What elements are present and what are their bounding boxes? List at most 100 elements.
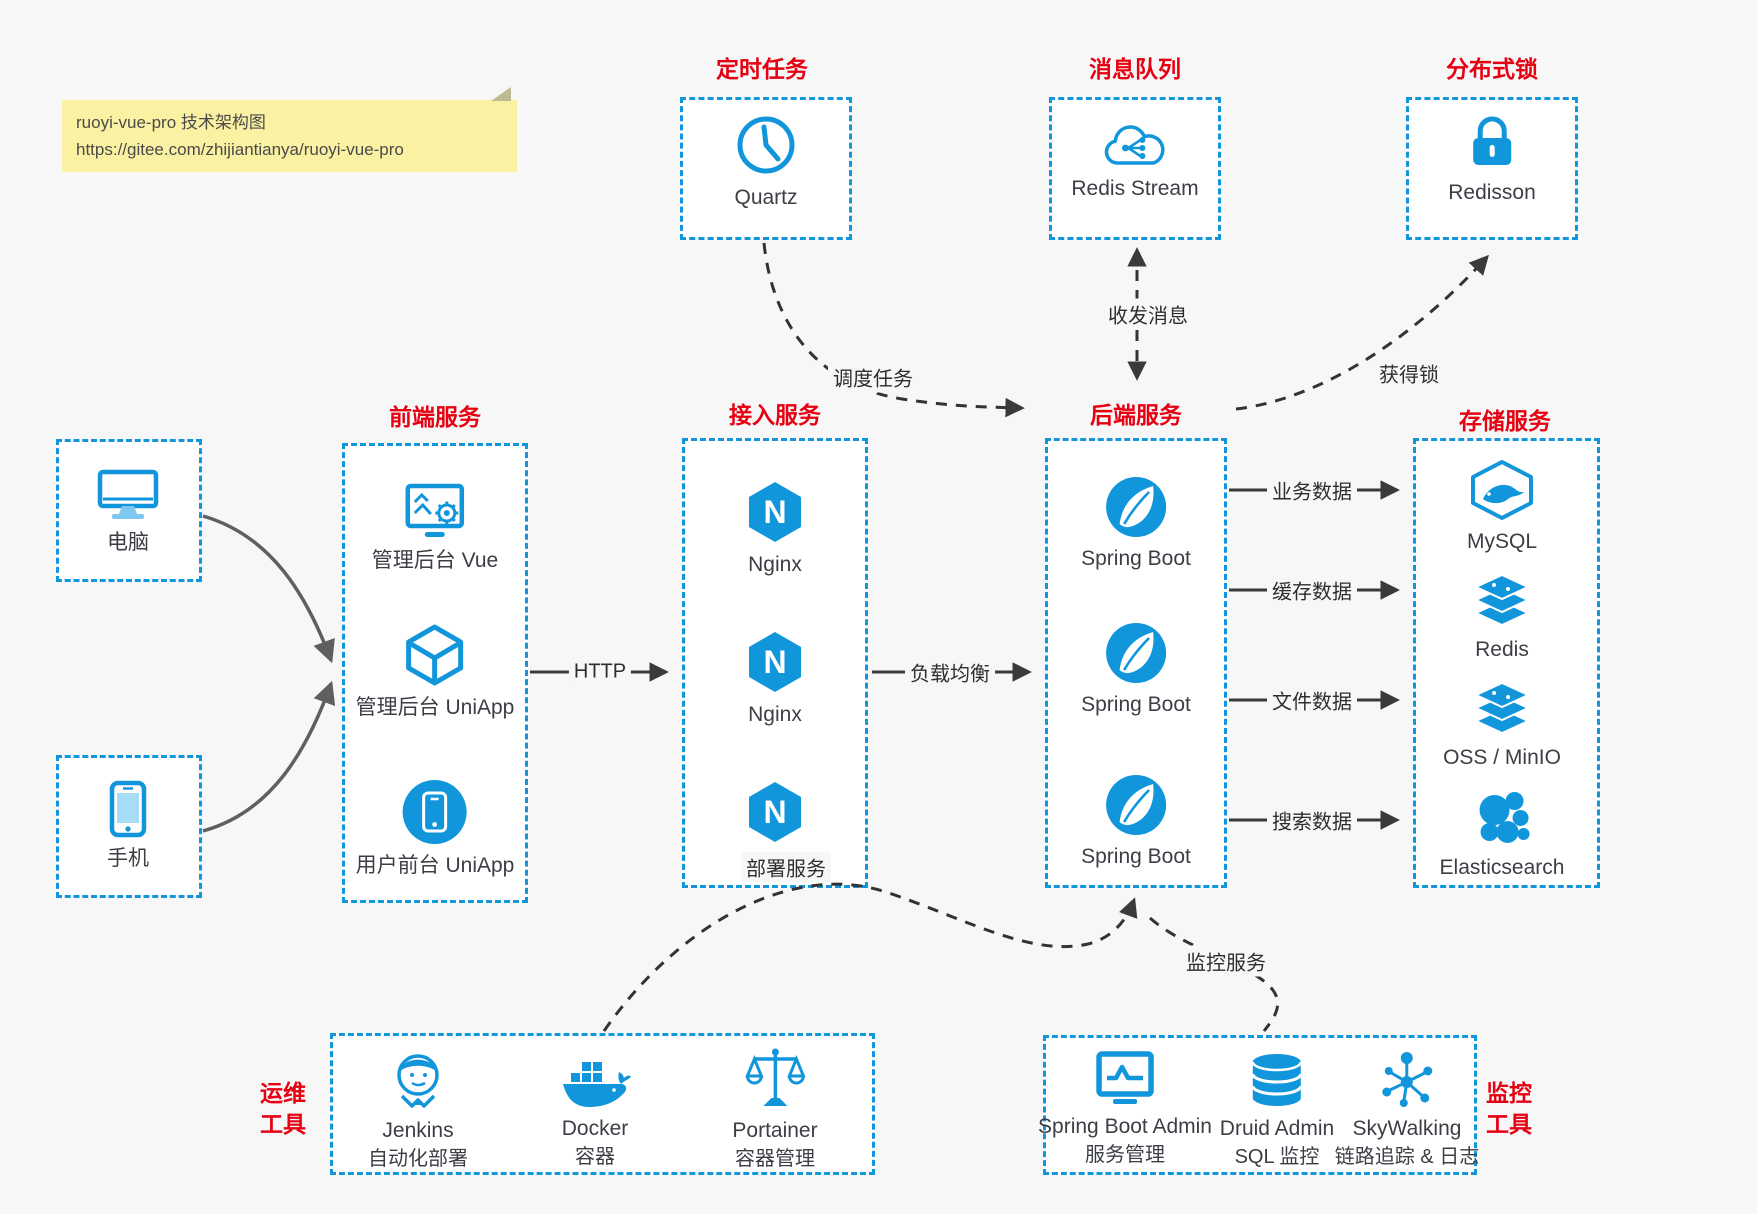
node-nginx-1: N Nginx bbox=[746, 480, 804, 578]
node-sublabel: 服务管理 bbox=[1085, 1144, 1165, 1166]
arrow-acquire-lock bbox=[1235, 254, 1489, 411]
spring-leaf-icon bbox=[1105, 774, 1167, 836]
node-user-uniapp: 用户前台 UniApp bbox=[355, 779, 515, 879]
title-gateway: 接入服务 bbox=[729, 402, 821, 428]
node-pc: 电脑 bbox=[96, 468, 160, 556]
svg-text:N: N bbox=[763, 644, 786, 680]
edge-label-cache-data: 缓存数据 bbox=[1267, 574, 1357, 606]
title-ops-line2: 工具 bbox=[260, 1111, 306, 1137]
clock-icon bbox=[734, 113, 798, 177]
elasticsearch-icon bbox=[1470, 787, 1534, 847]
arrow-deploy-service bbox=[602, 882, 1138, 1032]
node-label: 用户前台 UniApp bbox=[355, 854, 515, 877]
edge-label-acquire-lock: 获得锁 bbox=[1374, 357, 1444, 389]
node-admin-vue: 管理后台 Vue bbox=[372, 482, 498, 574]
node-redis: Redis bbox=[1470, 573, 1534, 663]
node-portainer: Portainer 容器管理 bbox=[732, 1046, 818, 1172]
monitor-pulse-icon bbox=[1093, 1050, 1157, 1106]
node-jenkins: Jenkins 自动化部署 bbox=[368, 1048, 468, 1172]
admin-vue-icon bbox=[402, 482, 468, 540]
node-label: Portainer bbox=[732, 1119, 818, 1142]
jenkins-icon bbox=[388, 1048, 448, 1110]
spring-leaf-icon bbox=[1105, 622, 1167, 684]
title-distributed-lock: 分布式锁 bbox=[1446, 56, 1538, 82]
node-label: Redis Stream bbox=[1071, 177, 1199, 200]
nginx-icon: N bbox=[746, 630, 804, 694]
layer-stack-icon bbox=[1470, 681, 1534, 737]
node-label: Redis bbox=[1475, 638, 1529, 661]
sticky-note: ruoyi-vue-pro 技术架构图 https://gitee.com/zh… bbox=[62, 87, 517, 172]
database-icon bbox=[1249, 1052, 1305, 1108]
node-spring-boot-3: Spring Boot bbox=[1081, 774, 1191, 870]
nginx-icon: N bbox=[746, 480, 804, 544]
edge-label-monitor-service: 监控服务 bbox=[1181, 945, 1271, 977]
node-label: Nginx bbox=[748, 703, 802, 726]
edge-label-deploy-service: 部署服务 bbox=[741, 851, 831, 883]
node-label: Spring Boot bbox=[1081, 547, 1191, 570]
title-monitor-line1: 监控 bbox=[1486, 1080, 1532, 1106]
node-mysql: MySQL bbox=[1467, 459, 1537, 555]
edge-label-load-balance: 负载均衡 bbox=[905, 656, 995, 688]
node-label: Druid Admin bbox=[1219, 1117, 1335, 1140]
svg-text:N: N bbox=[763, 794, 786, 830]
desktop-icon bbox=[96, 468, 160, 522]
node-mobile: 手机 bbox=[107, 780, 149, 872]
note-title: ruoyi-vue-pro 技术架构图 bbox=[76, 113, 266, 132]
title-ops-tools: 运维 工具 bbox=[260, 1078, 306, 1140]
topology-icon bbox=[1377, 1050, 1437, 1108]
node-nginx-2: N Nginx bbox=[746, 630, 804, 728]
node-sublabel: SQL 监控 bbox=[1234, 1146, 1320, 1168]
node-label: 手机 bbox=[107, 847, 149, 870]
mysql-icon bbox=[1467, 459, 1537, 521]
node-sublabel: 容器管理 bbox=[735, 1148, 815, 1170]
node-label: SkyWalking bbox=[1352, 1117, 1462, 1140]
title-monitor-tools: 监控 工具 bbox=[1486, 1078, 1532, 1140]
node-redis-stream: Redis Stream bbox=[1071, 118, 1199, 202]
node-admin-uniapp: 管理后台 UniApp bbox=[355, 623, 515, 721]
node-label: Spring Boot bbox=[1081, 845, 1191, 868]
user-app-icon bbox=[402, 779, 468, 845]
edge-label-send-receive-message: 收发消息 bbox=[1103, 298, 1193, 330]
node-label: Jenkins bbox=[382, 1119, 454, 1142]
node-label: OSS / MinIO bbox=[1443, 746, 1561, 769]
title-storage: 存储服务 bbox=[1459, 408, 1551, 434]
node-label: Quartz bbox=[734, 186, 798, 209]
docker-whale-icon bbox=[558, 1056, 632, 1108]
scales-icon bbox=[744, 1046, 806, 1110]
uniapp-cube-icon bbox=[403, 623, 467, 687]
cloud-network-icon bbox=[1102, 118, 1168, 168]
spring-leaf-icon bbox=[1105, 476, 1167, 538]
nginx-icon: N bbox=[746, 780, 804, 844]
node-label: Elasticsearch bbox=[1439, 856, 1565, 879]
title-message-queue: 消息队列 bbox=[1089, 56, 1181, 82]
redis-stream-box bbox=[1049, 97, 1221, 240]
node-sublabel: 链路追踪 & 日志 bbox=[1334, 1146, 1480, 1168]
node-sublabel: 自动化部署 bbox=[368, 1148, 468, 1170]
smartphone-icon bbox=[108, 780, 148, 838]
edge-label-business-data: 业务数据 bbox=[1267, 474, 1357, 506]
node-spring-boot-1: Spring Boot bbox=[1081, 476, 1191, 572]
node-label: MySQL bbox=[1466, 530, 1538, 553]
arrow-mobile-to-frontend bbox=[202, 680, 336, 833]
edge-label-search-data: 搜索数据 bbox=[1267, 804, 1357, 836]
title-ops-line1: 运维 bbox=[260, 1080, 306, 1106]
node-label: Nginx bbox=[748, 553, 802, 576]
node-redisson: Redisson bbox=[1448, 110, 1536, 206]
node-label: Spring Boot Admin bbox=[1038, 1115, 1212, 1138]
node-elasticsearch: Elasticsearch bbox=[1439, 787, 1565, 881]
edge-label-schedule-task: 调度任务 bbox=[828, 361, 918, 393]
node-druid-admin: Druid Admin SQL 监控 bbox=[1220, 1052, 1334, 1170]
title-frontend: 前端服务 bbox=[389, 404, 481, 430]
node-label: 电脑 bbox=[107, 531, 149, 554]
node-docker: Docker 容器 bbox=[558, 1056, 632, 1170]
node-label: Spring Boot bbox=[1081, 693, 1191, 716]
node-label: Docker bbox=[561, 1117, 629, 1140]
edge-label-http: HTTP bbox=[568, 659, 632, 685]
lock-icon bbox=[1463, 110, 1521, 172]
node-label: 管理后台 Vue bbox=[371, 549, 499, 572]
arrow-pc-to-frontend bbox=[202, 514, 335, 664]
node-label: 管理后台 UniApp bbox=[355, 696, 515, 719]
node-skywalking: SkyWalking 链路追踪 & 日志 bbox=[1335, 1050, 1479, 1170]
node-label: Redisson bbox=[1448, 181, 1536, 204]
